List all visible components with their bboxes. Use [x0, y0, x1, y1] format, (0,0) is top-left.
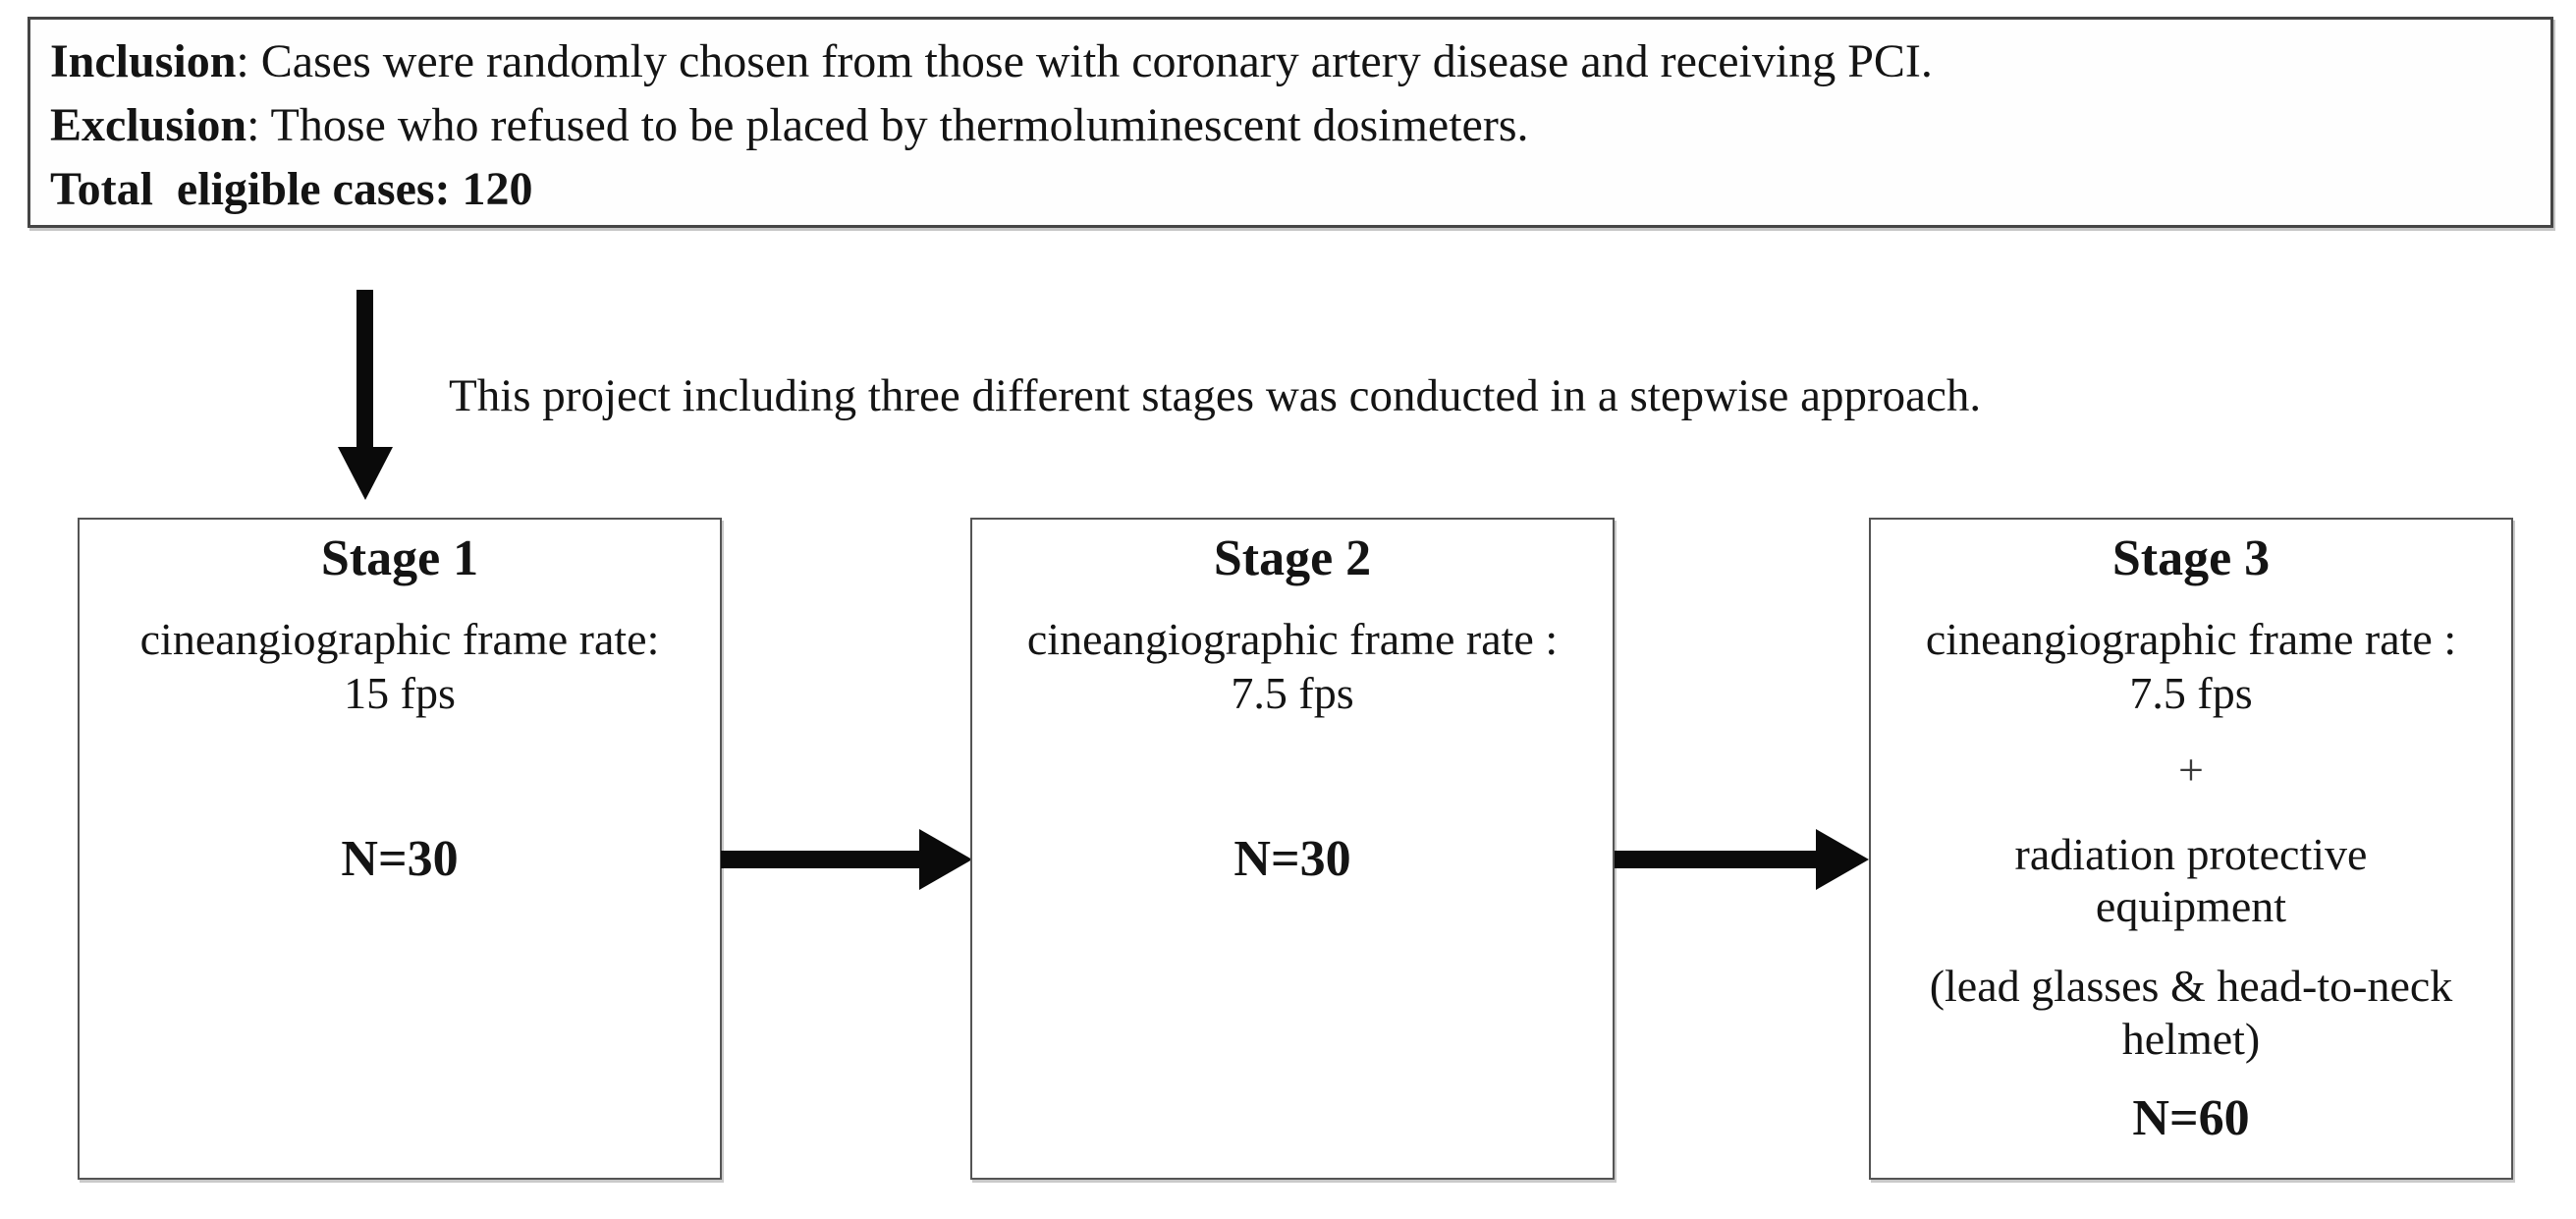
- stage-2-title: Stage 2: [1213, 530, 1372, 586]
- stage-3-sample-size: N=60: [2132, 1090, 2250, 1146]
- exclusion-text: : Those who refused to be placed by ther…: [247, 99, 1529, 151]
- stage-1-rate-label: cineangiographic frame rate:: [139, 614, 660, 664]
- arrow-stage1-to-stage2-head-icon: [919, 829, 972, 890]
- stage-1-sample-size: N=30: [341, 831, 459, 887]
- stage-3-equipment: radiation protective equipment: [2014, 829, 2368, 931]
- stage-3-rate-value: 7.5 fps: [2129, 668, 2253, 718]
- inclusion-line: Inclusion: Cases were randomly chosen fr…: [50, 29, 2531, 93]
- inclusion-label: Inclusion: [50, 35, 237, 87]
- stage-2-rate-value: 7.5 fps: [1231, 668, 1354, 718]
- stage-3-title: Stage 3: [2111, 530, 2271, 586]
- stage-2-box: Stage 2 cineangiographic frame rate : 7.…: [970, 518, 1615, 1180]
- stage-1-box: Stage 1 cineangiographic frame rate: 15 …: [78, 518, 722, 1180]
- stage-3-equipment-detail: (lead glasses & head-to-neck helmet): [1929, 961, 2453, 1064]
- transition-note: This project including three different s…: [449, 370, 1982, 421]
- stage-2-sample-size: N=30: [1233, 831, 1351, 887]
- stage-1-frame-rate: cineangiographic frame rate: 15 fps: [80, 612, 720, 720]
- stage-1-rate-value: 15 fps: [344, 668, 456, 718]
- stage-3-rate-label: cineangiographic frame rate :: [1925, 614, 2457, 664]
- stage-3-frame-rate: cineangiographic frame rate : 7.5 fps: [1871, 612, 2511, 720]
- stage-2-rate-label: cineangiographic frame rate :: [1026, 614, 1559, 664]
- arrow-stage2-to-stage3: [1615, 851, 1818, 868]
- inclusion-text: : Cases were randomly chosen from those …: [236, 35, 1933, 87]
- arrow-stage1-to-stage2: [721, 851, 921, 868]
- down-arrow-head-icon: [338, 447, 393, 500]
- exclusion-label: Exclusion: [50, 99, 247, 151]
- stage-3-plus-sign: +: [2178, 745, 2204, 795]
- arrow-stage2-to-stage3-head-icon: [1816, 829, 1869, 890]
- stage-2-frame-rate: cineangiographic frame rate : 7.5 fps: [972, 612, 1613, 720]
- stage-1-title: Stage 1: [320, 530, 479, 586]
- down-arrow: [356, 290, 373, 448]
- exclusion-line: Exclusion: Those who refused to be place…: [50, 93, 2531, 157]
- eligibility-criteria-box: Inclusion: Cases were randomly chosen fr…: [27, 17, 2553, 228]
- stage-3-box: Stage 3 cineangiographic frame rate : 7.…: [1869, 518, 2513, 1180]
- total-eligible-cases-line: Total eligible cases: 120: [50, 163, 533, 215]
